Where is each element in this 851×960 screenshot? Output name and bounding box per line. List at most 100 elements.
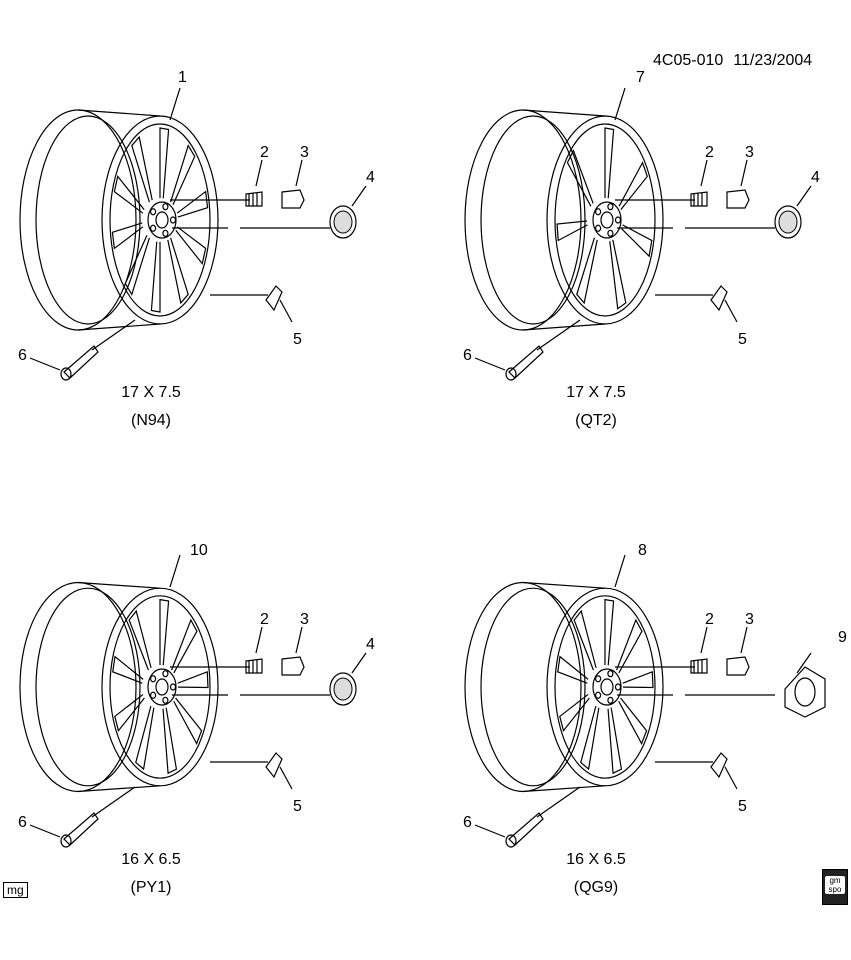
spoke xyxy=(131,135,153,203)
callout-nut-4: 3 xyxy=(745,611,754,628)
callout-nut-1: 3 xyxy=(300,144,309,161)
lug-nut-icon xyxy=(281,656,305,676)
callout-wheel-1: 1 xyxy=(178,69,187,86)
spoke xyxy=(576,237,598,305)
spoke xyxy=(111,222,144,250)
spoke xyxy=(177,670,209,689)
callout-bolt-1: 2 xyxy=(260,144,269,161)
spoke xyxy=(114,693,145,733)
callout-wheel-4: 8 xyxy=(638,542,647,559)
callout-wheel-3: 10 xyxy=(190,542,208,559)
wheel-assembly-3 xyxy=(19,554,367,848)
spoke xyxy=(621,224,653,258)
spoke xyxy=(556,220,588,242)
callout-weight-1: 5 xyxy=(293,331,302,348)
callout-cap-1: 4 xyxy=(366,169,375,186)
spoke xyxy=(124,234,150,296)
valve-stem-icon xyxy=(63,812,99,846)
callout-valve-1: 6 xyxy=(18,347,27,364)
callout-cap-2: 4 xyxy=(811,169,820,186)
spoke xyxy=(573,609,597,671)
balance-weight-icon xyxy=(265,285,283,312)
wheel-bolt-icon xyxy=(690,658,708,674)
spoke xyxy=(607,707,623,775)
balance-weight-icon xyxy=(265,752,283,779)
center-cap-icon xyxy=(784,666,826,718)
wheel-variant-4: 16 X 6.5 xyxy=(566,851,626,868)
wheel-variant-1: 17 X 7.5 xyxy=(121,384,181,401)
callout-valve-4: 6 xyxy=(463,814,472,831)
spoke xyxy=(159,127,170,199)
spoke xyxy=(622,670,654,689)
spoke xyxy=(135,705,155,771)
balance-weight-icon xyxy=(710,752,728,779)
valve-stem-icon xyxy=(508,812,544,846)
wheel-bolt-icon xyxy=(245,658,263,674)
gm-spo-logo-text: gm spo xyxy=(825,876,845,894)
spoke xyxy=(604,598,615,666)
wheel-variant-2: 17 X 7.5 xyxy=(566,384,626,401)
callout-cap-3: 4 xyxy=(366,636,375,653)
diagram-date: 11/23/2004 xyxy=(733,52,813,69)
wheel-variant-3: 16 X 6.5 xyxy=(121,851,181,868)
spoke xyxy=(173,697,203,745)
rim-face xyxy=(101,115,219,325)
valve-stem-icon xyxy=(508,345,544,379)
spoke xyxy=(162,707,178,775)
spoke xyxy=(559,693,590,733)
diagram-code: 4C05-010 xyxy=(653,52,724,69)
spoke xyxy=(566,149,594,207)
callout-bolt-3: 2 xyxy=(260,611,269,628)
spoke xyxy=(159,598,170,666)
callout-nut-2: 3 xyxy=(745,144,754,161)
valve-stem-icon xyxy=(63,345,99,379)
spoke xyxy=(557,655,589,684)
gm-spo-logo: gm spo xyxy=(822,869,848,905)
spoke xyxy=(616,618,643,674)
wheel-code-1: (N94) xyxy=(130,412,172,429)
spoke xyxy=(167,237,189,305)
spoke xyxy=(609,239,627,310)
callout-bolt-4: 2 xyxy=(705,611,714,628)
spoke xyxy=(604,127,615,199)
spoke xyxy=(618,697,648,745)
callout-weight-2: 5 xyxy=(738,331,747,348)
wheel-assembly-4 xyxy=(464,554,826,848)
callout-nut-3: 3 xyxy=(300,611,309,628)
center-cap-icon xyxy=(329,205,357,239)
wheel-bolt-icon xyxy=(690,191,708,207)
diagram-header: 4C05-010 11/23/2004 xyxy=(653,52,822,70)
wheel-code-3: (PY1) xyxy=(130,879,172,896)
balance-weight-icon xyxy=(710,285,728,312)
callout-valve-3: 6 xyxy=(18,814,27,831)
spoke xyxy=(580,705,600,771)
lug-nut-icon xyxy=(281,189,305,209)
mg-logo: mg xyxy=(3,882,28,898)
wheel-code-4: (QG9) xyxy=(573,879,619,896)
spoke xyxy=(113,175,145,214)
callout-bolt-2: 2 xyxy=(705,144,714,161)
rim-face xyxy=(546,115,664,325)
lug-nut-icon xyxy=(726,656,750,676)
center-cap-icon xyxy=(329,672,357,706)
callout-wheel-2: 7 xyxy=(636,69,645,86)
callout-weight-4: 5 xyxy=(738,798,747,815)
spoke xyxy=(171,618,198,674)
wheel-code-2: (QT2) xyxy=(575,412,617,429)
spoke xyxy=(176,190,209,218)
spoke xyxy=(170,144,196,206)
lug-nut-icon xyxy=(726,189,750,209)
callout-cap-4: 9 xyxy=(838,629,847,646)
center-cap-icon xyxy=(774,205,802,239)
callout-weight-3: 5 xyxy=(293,798,302,815)
spoke xyxy=(112,655,144,684)
spoke xyxy=(618,161,648,210)
wheel-bolt-icon xyxy=(245,191,263,207)
spoke xyxy=(150,241,161,313)
spoke xyxy=(175,226,207,265)
wheel-assembly-1 xyxy=(19,87,367,381)
wheel-assembly-2 xyxy=(464,87,812,381)
rim-face xyxy=(101,587,219,787)
spoke xyxy=(128,609,152,671)
